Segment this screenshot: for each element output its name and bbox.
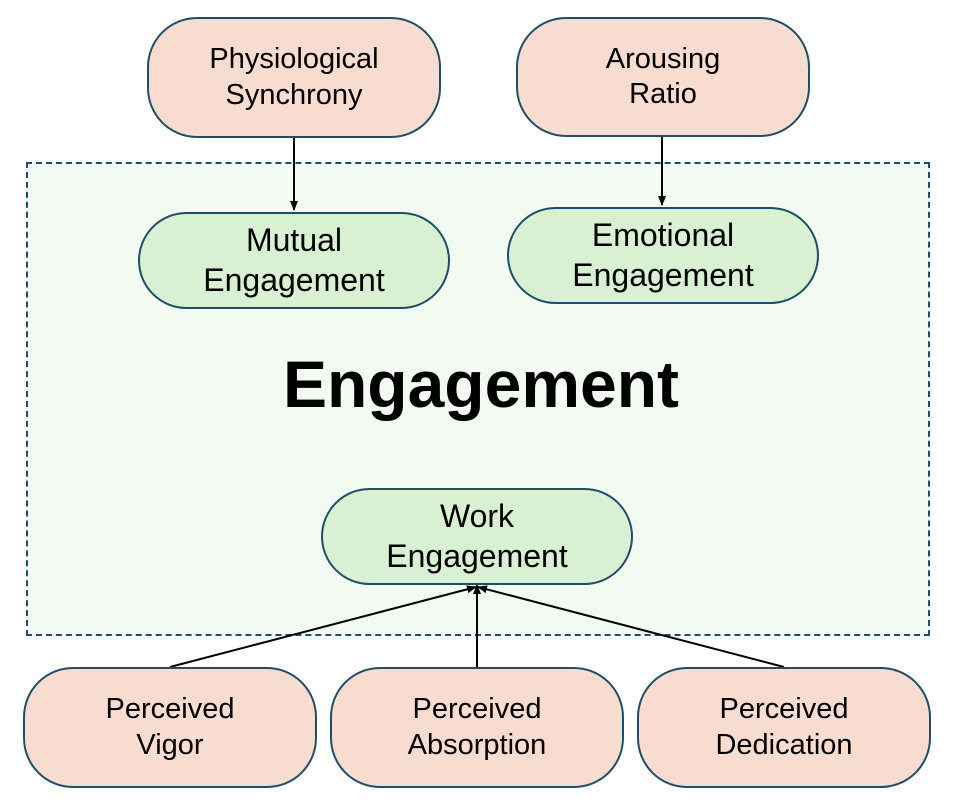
node-perceived-vigor: Perceived Vigor — [23, 667, 317, 788]
node-label-line: Mutual — [245, 222, 343, 259]
node-label-line: Ratio — [629, 78, 697, 110]
node-label-line: Perceived — [719, 693, 849, 726]
edge-dedication-to-work — [477, 585, 785, 668]
node-label-line: Engagement — [203, 261, 385, 298]
node-arousing-ratio: Arousing Ratio — [516, 17, 810, 137]
node-label-line: Perceived — [105, 693, 235, 726]
node-physiological-synchrony: Physiological Synchrony — [147, 17, 441, 138]
node-label-line: Engagement — [386, 537, 568, 574]
node-perceived-dedication: Perceived Dedication — [637, 667, 931, 788]
node-label-line: Perceived — [412, 693, 542, 726]
node-label-line: Synchrony — [225, 78, 363, 111]
node-work-engagement: Work Engagement — [321, 488, 633, 585]
diagram-title: Engagement — [282, 347, 680, 421]
node-label-line: Engagement — [572, 256, 754, 293]
node-label-line: Physiological — [209, 43, 379, 76]
node-emotional-engagement: Emotional Engagement — [507, 207, 819, 304]
node-perceived-absorption: Perceived Absorption — [330, 667, 624, 788]
node-label-line: Vigor — [136, 728, 204, 761]
node-label-line: Arousing — [605, 42, 721, 75]
node-label-line: Absorption — [407, 728, 547, 761]
node-label-line: Emotional — [591, 217, 735, 254]
node-label-line: Work — [439, 498, 515, 535]
node-label-line: Dedication — [715, 728, 853, 761]
edge-vigor-to-work — [169, 585, 477, 668]
node-mutual-engagement: Mutual Engagement — [138, 212, 450, 309]
